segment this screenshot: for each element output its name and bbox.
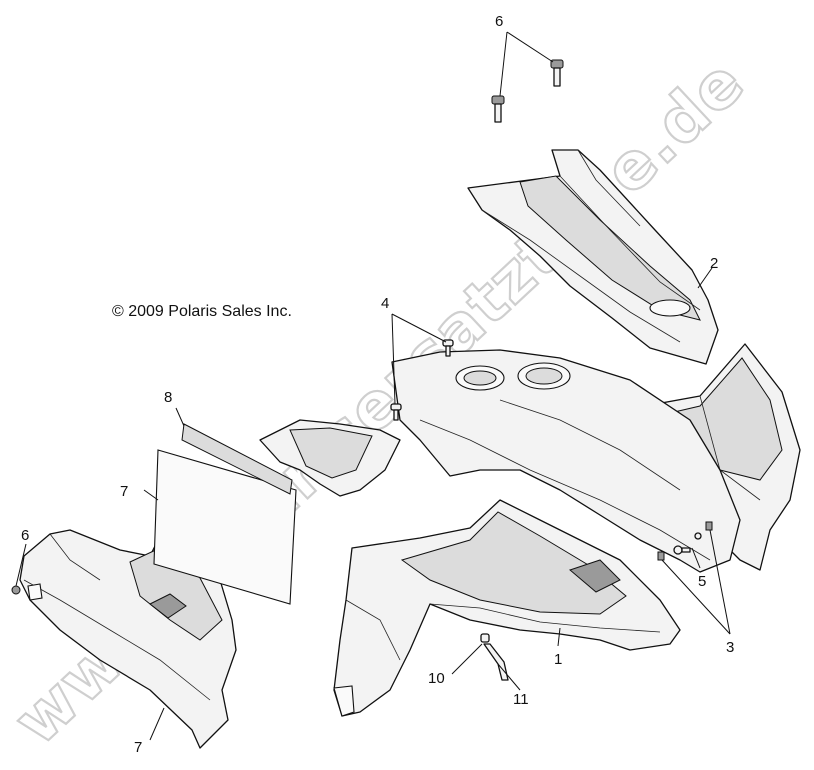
clip <box>480 633 490 643</box>
copyright-notice: © 2009 Polaris Sales Inc. <box>112 303 292 320</box>
callout-2: 2 <box>710 255 718 272</box>
callout-6-top: 6 <box>495 13 503 30</box>
callout-7: 7 <box>134 739 142 756</box>
screw-left-panel <box>11 585 21 595</box>
callout-3: 3 <box>726 639 734 656</box>
screw-pair <box>390 339 454 421</box>
front-cab-body <box>259 343 801 717</box>
callout-1: 1 <box>554 651 562 668</box>
callout-4: 4 <box>381 295 389 312</box>
callout-11: 11 <box>513 691 529 708</box>
push-rivet <box>673 532 702 555</box>
callout-8: 7 <box>120 483 128 500</box>
headlight-pod-cover <box>467 149 719 365</box>
decal-panel <box>153 449 297 605</box>
copyright-text: © 2009 Polaris Sales Inc. <box>112 303 292 320</box>
leader-lines <box>15 31 731 741</box>
side-panel <box>19 529 237 749</box>
screw-pair-top <box>491 59 564 123</box>
bracket <box>483 643 509 681</box>
rivet-icon <box>694 532 702 540</box>
callouts: 6 2 4 8 7 6 7 1 5 3 10 11 <box>21 13 734 756</box>
screw-icon <box>491 95 505 123</box>
callout-10: 10 <box>428 670 445 687</box>
rivet-icon <box>673 545 691 555</box>
callout-9: 8 <box>164 389 172 406</box>
screw-icon <box>390 403 402 421</box>
decal-strip <box>181 423 293 495</box>
screw-icon <box>550 59 564 87</box>
callout-5: 5 <box>698 573 706 590</box>
screw-icon <box>442 339 454 357</box>
callout-6-left: 6 <box>21 527 29 544</box>
push-rivet-clip <box>657 521 713 561</box>
screw-icon <box>11 585 21 595</box>
